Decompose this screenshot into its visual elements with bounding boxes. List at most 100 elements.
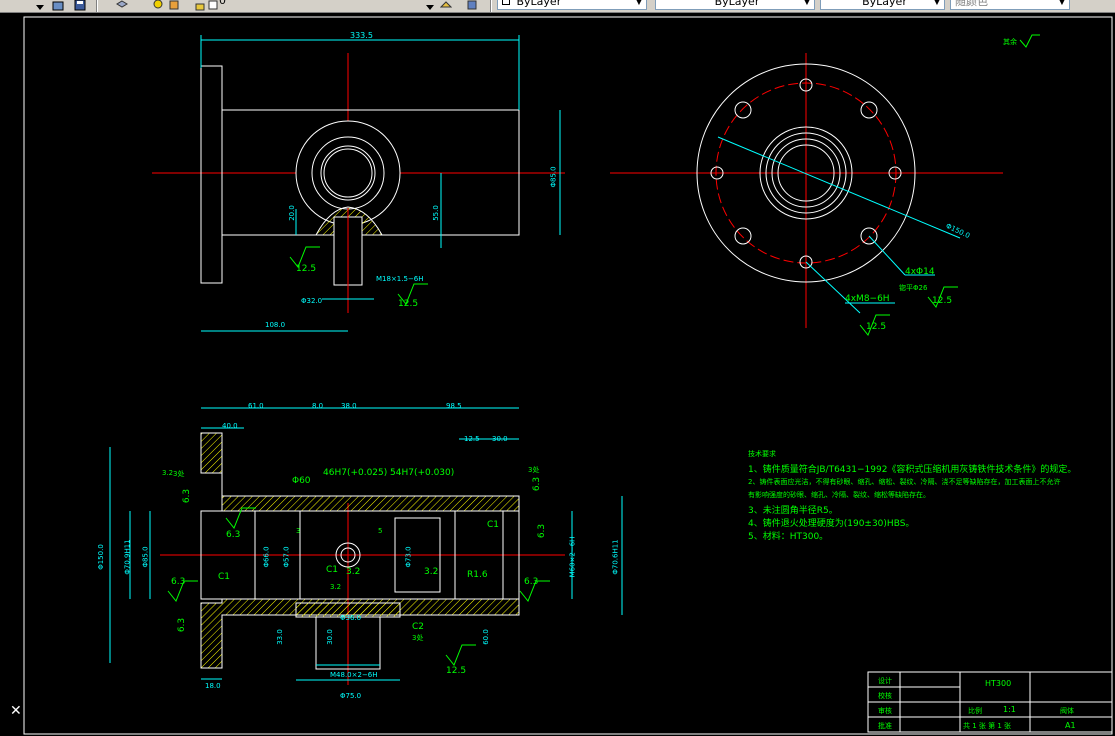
dim-label: M48.0×2−6H <box>330 671 378 679</box>
dim-label: 38.0 <box>341 402 357 410</box>
top-view <box>152 35 565 332</box>
boss-inner <box>320 145 376 201</box>
roughness-label: 12.5 <box>398 299 419 309</box>
bolt-hole <box>799 78 813 92</box>
dim-label: Φ32.0 <box>301 297 323 305</box>
inner-step <box>394 517 441 593</box>
tech-note-line: 5、材料：HT300。 <box>748 532 829 542</box>
tech-note-line: 有影响强度的砂眼、缩孔、冷隔、裂纹、缩松等缺陷存在。 <box>748 491 930 499</box>
save-icon[interactable] <box>74 0 86 11</box>
dim-label: Φ85.0 <box>141 546 150 568</box>
roughness-symbol <box>519 580 550 602</box>
holes-label: 4xM8−6H <box>845 294 890 304</box>
roughness-label: 6.3 <box>177 617 188 633</box>
holes-sub-label: 锪平Φ26 <box>899 284 928 292</box>
arrow-down-icon[interactable] <box>424 0 436 10</box>
title-block <box>867 671 1113 733</box>
chamfer-sub-label: 3处 <box>412 634 424 642</box>
toolbar: 0 ByLayer ▼ ByLayer ▼ ByLayer ▼ 随颜色 ▼ <box>0 0 1115 13</box>
layer-square-icon[interactable] <box>207 0 219 10</box>
dim-label: 3.2 <box>162 469 174 477</box>
chamfer-label: C1 <box>218 572 231 582</box>
dim-leader <box>868 235 906 276</box>
section-view <box>109 407 623 685</box>
flange-outline <box>200 65 223 284</box>
roughness-symbol <box>225 507 256 529</box>
inner-step <box>454 510 504 600</box>
bolt-hole <box>799 255 813 269</box>
arrow-down-icon[interactable] <box>34 0 46 10</box>
roughness-label: 12.5 <box>932 296 953 306</box>
title-block-label: 设计 <box>878 677 892 685</box>
lightbulb-icon[interactable] <box>152 0 164 9</box>
drawing-svg <box>23 16 1113 735</box>
plotstyle-combo-value: 随颜色 <box>955 0 988 8</box>
scale-label: 比例 <box>968 707 982 715</box>
hub-inner <box>771 138 841 208</box>
dim-label: M18×1.5−6H <box>376 275 424 283</box>
inner-bore <box>200 510 520 600</box>
dim-label: Φ70.9H11 <box>123 539 132 575</box>
title-block-label: 校核 <box>878 692 892 700</box>
roughness-label: 6.3 <box>537 523 548 539</box>
bolt-circle <box>715 82 897 264</box>
sheet-label: 共 1 张 第 1 张 <box>963 722 1012 730</box>
part-name: 阀体 <box>1060 707 1074 715</box>
bolt-hole <box>710 166 724 180</box>
dim-label: 30.0 <box>325 629 334 645</box>
color-combo[interactable]: ByLayer ▼ <box>497 0 647 10</box>
hub-mid <box>765 132 847 214</box>
roughness-label: 3.2 <box>330 583 342 591</box>
dim-label: 12.5 <box>464 435 480 443</box>
roughness-label: 3.2 <box>346 567 361 577</box>
dim-label: 60.0 <box>481 629 490 645</box>
count-mark-label: 3处 <box>173 470 185 478</box>
cross-hole <box>335 542 361 568</box>
title-block-label: 批准 <box>878 722 892 730</box>
material-label: HT300 <box>985 679 1012 688</box>
dim-leader <box>717 136 961 239</box>
cross-hole-inner <box>340 547 356 563</box>
dim-label: Φ60 <box>292 476 311 486</box>
color-combo-value: ByLayer <box>516 0 562 8</box>
chevron-down-icon: ▼ <box>1058 0 1066 7</box>
roughness-symbol <box>397 283 428 305</box>
bolt-hole <box>860 227 878 245</box>
tech-notes-title: 技术要求 <box>748 450 776 458</box>
dim-label: 40.0 <box>222 422 238 430</box>
layer-combo-value: 0 <box>219 0 226 7</box>
size-label: A1 <box>1065 721 1076 730</box>
roughness-symbol <box>927 286 958 308</box>
bolt-hole <box>860 101 878 119</box>
dim-label: 108.0 <box>265 321 286 329</box>
roughness-symbol <box>859 314 890 336</box>
dim-label: 98.5 <box>446 402 462 410</box>
corner-mark-label: 其余 <box>1003 38 1017 46</box>
hub-outer <box>759 126 853 220</box>
layers-icon[interactable] <box>116 0 128 8</box>
lineweight-combo[interactable]: ByLayer ▼ <box>820 0 945 10</box>
toolbar-separator <box>490 0 492 12</box>
chamfer-label: C2 <box>412 622 425 632</box>
bolt-hole <box>734 227 752 245</box>
lock-icon[interactable] <box>194 0 206 11</box>
roughness-label: 6.3 <box>171 577 186 587</box>
dim-label: 30.0 <box>492 435 508 443</box>
linetype-combo[interactable]: ByLayer ▼ <box>655 0 815 10</box>
port-section <box>315 616 381 670</box>
roughness-label: 6.3 <box>524 577 539 587</box>
dim-label: Φ70.6H11 <box>611 539 620 575</box>
layer-tools-icon[interactable] <box>466 0 478 10</box>
drawing-canvas[interactable]: 333.5 Φ85.0 55.0 20.0 M18×1.5−6H Φ32.0 1… <box>0 13 1115 736</box>
flange-circle <box>696 63 916 283</box>
layer-tools-icon[interactable] <box>439 0 453 8</box>
plotstyle-combo[interactable]: 随颜色 ▼ <box>950 0 1070 10</box>
side-view <box>610 34 1040 336</box>
layer-manager-icon[interactable] <box>52 0 64 11</box>
roughness-label: 6.3 <box>532 476 543 492</box>
match-properties-icon[interactable] <box>168 0 180 10</box>
dim-label: 33.0 <box>275 629 284 645</box>
layer-combo[interactable]: 0 <box>215 0 430 10</box>
fillet-label: R1.6 <box>467 570 488 580</box>
dim-label: Φ85.0 <box>549 166 558 188</box>
